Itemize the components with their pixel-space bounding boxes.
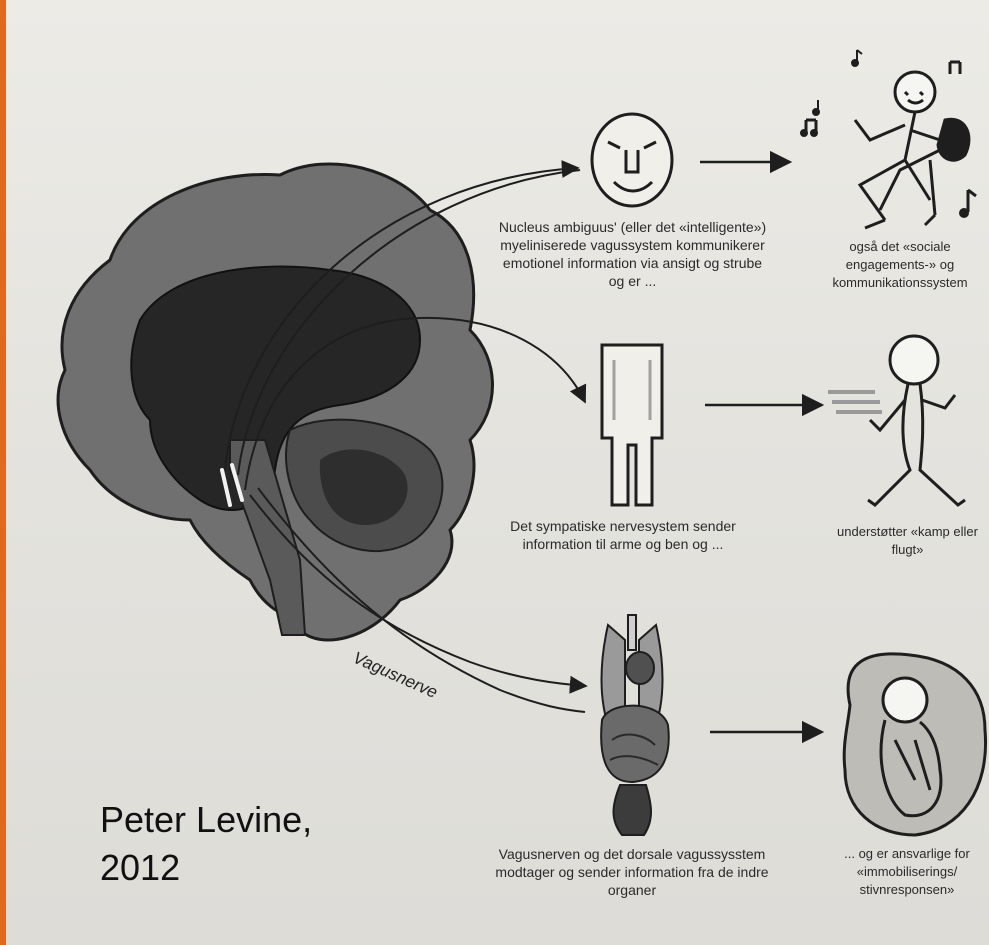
face-icon [592,114,672,206]
credit-author: Peter Levine, [100,798,312,842]
frozen-figure-icon [844,654,985,835]
caption-body: Det sympatiske nervesystem sender inform… [488,517,758,553]
running-figure-icon [828,336,965,505]
dancing-couple-icon [855,72,969,228]
caption-fight: understøtter «kamp eller flugt» [830,523,985,559]
brain-illustration [58,164,492,640]
organs-icon [601,615,669,835]
caption-freeze: ... og er ansvarlige for «immobilisering… [828,845,986,899]
caption-face: Nucleus ambiguus' (eller det «intelligen… [495,218,770,290]
caption-organs: Vagusnerven og det dorsale vagussysstem … [492,845,772,899]
caption-social: også det «sociale engagements-» og kommu… [815,238,985,292]
credit-year: 2012 [100,846,180,890]
body-icon [602,345,662,505]
